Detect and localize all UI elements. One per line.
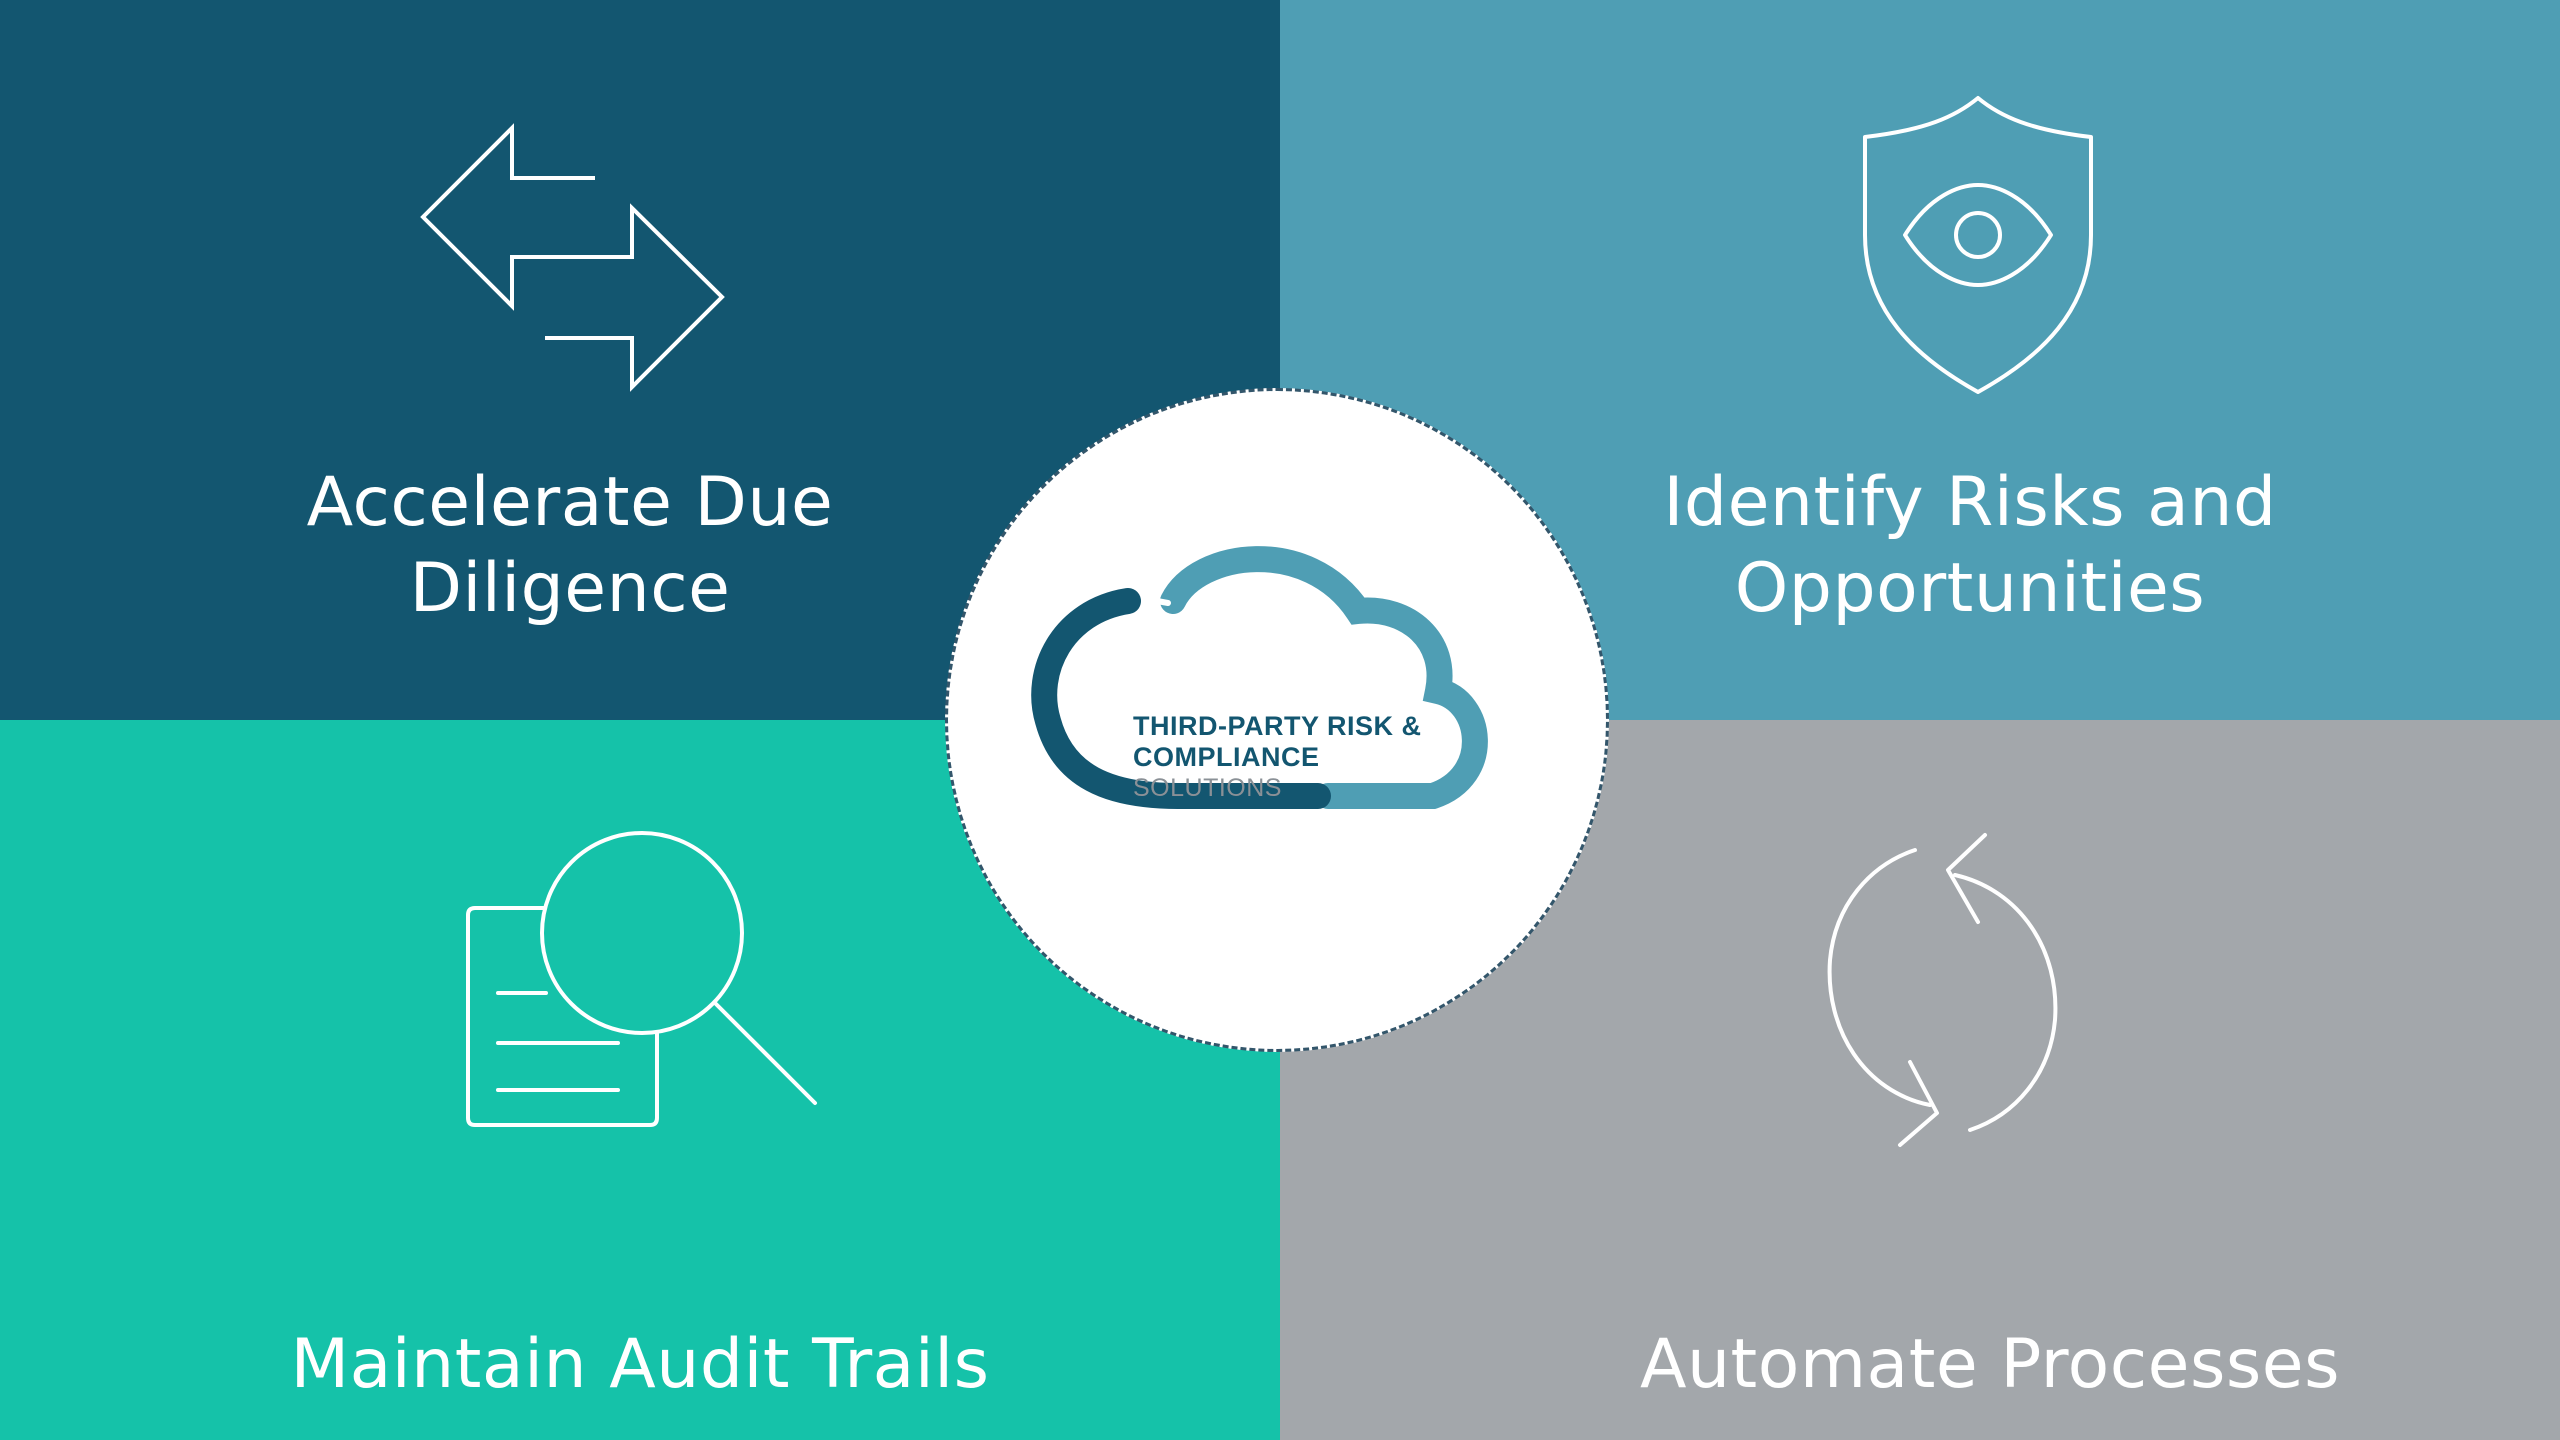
quadrant-accelerate-due-diligence: Accelerate Due Diligence (0, 0, 1280, 720)
label-line-2: Diligence (409, 549, 731, 628)
quadrant-label: Accelerate Due Diligence (230, 460, 910, 632)
label-line-1: Accelerate Due (306, 463, 834, 542)
logo-line-1: THIRD-PARTY RISK & (1133, 711, 1422, 741)
quadrant-label: Maintain Audit Trails (240, 1322, 1040, 1408)
logo-badge: THIRD-PARTY RISK & COMPLIANCE SOLUTIONS (945, 388, 1609, 1052)
refresh-cycle-icon (1827, 833, 2058, 1147)
logo-line-2: COMPLIANCE (1133, 742, 1320, 772)
quadrant-label: Automate Processes (1540, 1322, 2440, 1408)
label-line-1: Identify Risks and (1663, 463, 2277, 542)
cloud-logo-icon (1031, 546, 1488, 809)
shield-eye-icon (1863, 96, 2093, 394)
logo-line-3: SOLUTIONS (1133, 774, 1282, 802)
quadrant-label: Identify Risks and Opportunities (1600, 460, 2340, 632)
document-magnifier-icon (466, 831, 817, 1127)
label-line-1: Automate Processes (1639, 1325, 2341, 1404)
logo-text: THIRD-PARTY RISK & COMPLIANCE SOLUTIONS (1133, 711, 1422, 804)
label-line-1: Maintain Audit Trails (290, 1325, 990, 1404)
arrows-exchange-icon (420, 123, 725, 392)
label-line-2: Opportunities (1734, 549, 2206, 628)
